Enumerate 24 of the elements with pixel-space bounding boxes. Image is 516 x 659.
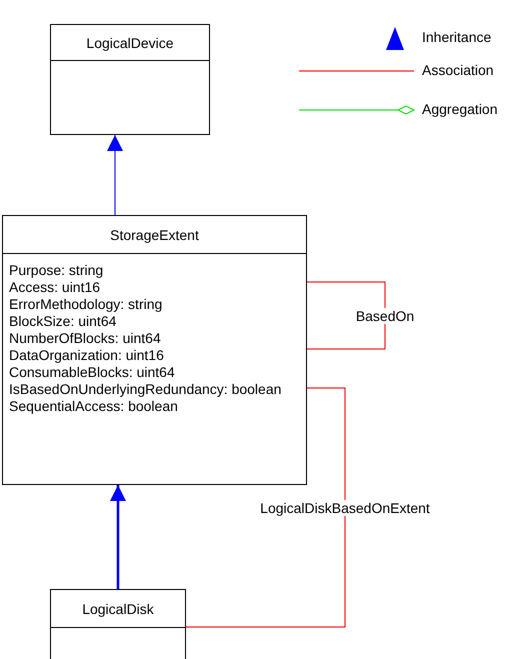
- attribute-text: ConsumableBlocks: uint64: [9, 364, 176, 381]
- arrow: [110, 485, 126, 589]
- class-name: StorageExtent: [110, 226, 199, 242]
- class-box: [2, 215, 307, 485]
- legend-label: Association: [422, 62, 494, 78]
- connector-line: [306, 282, 386, 350]
- edge-label: BasedOn: [354, 308, 416, 324]
- attribute-text: Purpose: string: [9, 262, 104, 279]
- attribute-text: IsBasedOnUnderlyingRedundancy: boolean: [9, 381, 282, 398]
- attribute-text: SequentialAccess: boolean: [9, 398, 179, 415]
- attribute-text: DataOrganization: uint16: [9, 347, 165, 364]
- class-box: [50, 24, 210, 135]
- attribute-text: ErrorMethodology: string: [9, 296, 164, 313]
- class-name: LogicalDisk: [82, 600, 154, 616]
- attribute-text: Access: uint16: [9, 279, 102, 296]
- attribute-text: BlockSize: uint64: [9, 313, 118, 330]
- arrow: [107, 134, 123, 216]
- connector-line: [186, 388, 346, 628]
- class-name: LogicalDevice: [86, 34, 174, 50]
- class-box: [50, 589, 186, 659]
- legend-label: Inheritance: [422, 29, 492, 45]
- edge-label: LogicalDiskBasedOnExtent: [259, 500, 431, 516]
- attribute-text: NumberOfBlocks: uint64: [9, 330, 162, 347]
- legend-label: Aggregation: [422, 101, 498, 117]
